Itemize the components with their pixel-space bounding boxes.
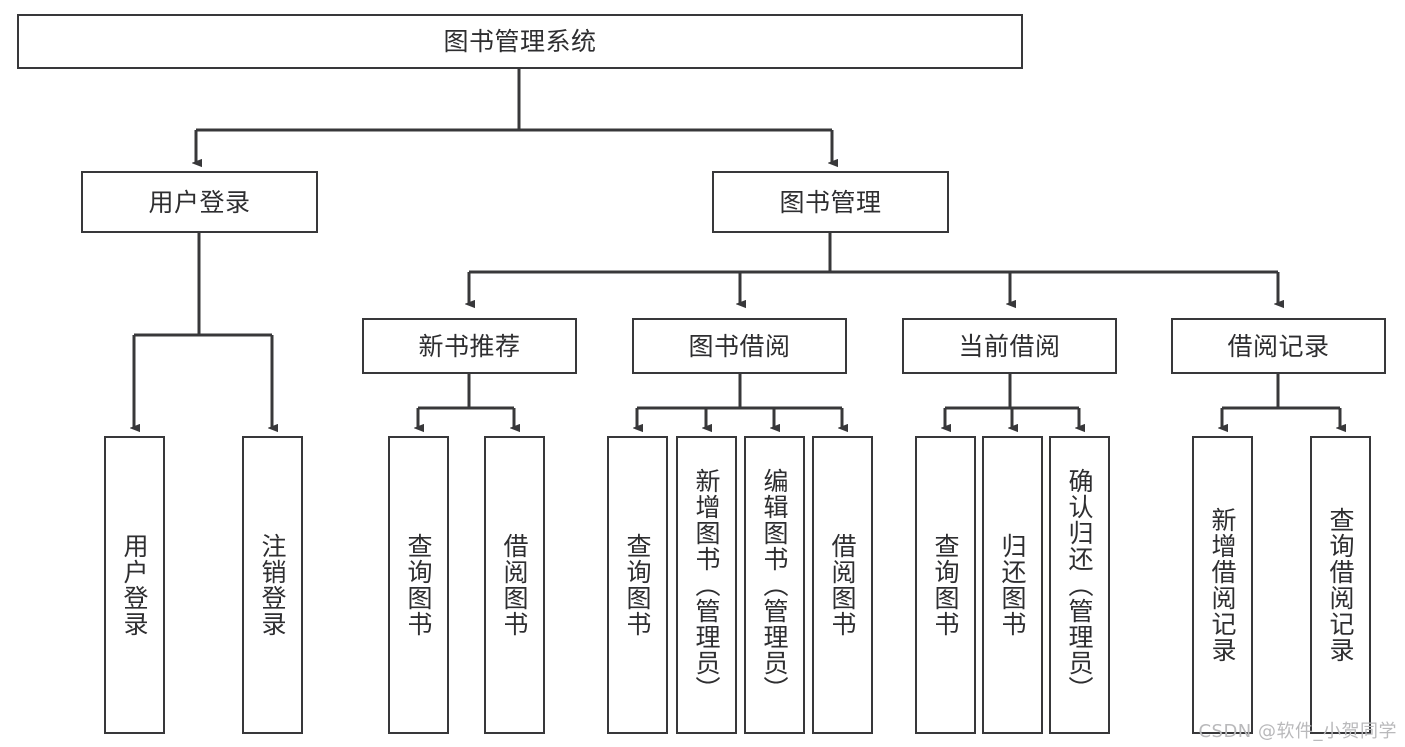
leaf-edit-book-admin[interactable]: 编辑图书（管理员）: [744, 436, 805, 734]
node-user-login-label: 用户登录: [148, 187, 251, 217]
node-book-management[interactable]: 图书管理: [712, 171, 949, 233]
leaf-query-book-recommend[interactable]: 查询图书: [388, 436, 449, 734]
node-book-management-label: 图书管理: [779, 187, 882, 217]
leaf-borrow-book-label: 借阅图书: [828, 533, 857, 637]
leaf-query-book-current-label: 查询图书: [931, 533, 960, 637]
leaf-add-book-admin[interactable]: 新增图书（管理员）: [676, 436, 737, 734]
leaf-borrow-book[interactable]: 借阅图书: [812, 436, 873, 734]
leaf-borrow-book-recommend[interactable]: 借阅图书: [484, 436, 545, 734]
node-user-login[interactable]: 用户登录: [81, 171, 318, 233]
watermark: CSDN @软件_小贺同学: [1198, 721, 1397, 742]
leaf-logout-label: 注销登录: [258, 533, 287, 637]
leaf-borrow-book-recommend-label: 借阅图书: [500, 533, 529, 637]
node-new-book-recommend-label: 新书推荐: [418, 331, 521, 361]
leaf-return-book[interactable]: 归还图书: [982, 436, 1043, 734]
leaf-query-book-current[interactable]: 查询图书: [915, 436, 976, 734]
leaf-query-borrow-record-label: 查询借阅记录: [1326, 507, 1355, 663]
node-root-label: 图书管理系统: [443, 27, 597, 56]
leaf-return-book-label: 归还图书: [998, 533, 1027, 637]
leaf-query-book-recommend-label: 查询图书: [404, 533, 433, 637]
leaf-confirm-return-admin-label: 确认归还（管理员）: [1065, 468, 1094, 702]
node-root[interactable]: 图书管理系统: [17, 14, 1023, 69]
leaf-query-book-borrow-label: 查询图书: [623, 533, 652, 637]
leaf-query-book-borrow[interactable]: 查询图书: [607, 436, 668, 734]
leaf-user-login-label: 用户登录: [120, 533, 149, 637]
node-borrow-record[interactable]: 借阅记录: [1171, 318, 1386, 374]
leaf-add-borrow-record-label: 新增借阅记录: [1208, 507, 1237, 663]
node-book-borrow-label: 图书借阅: [688, 331, 791, 361]
leaf-query-borrow-record[interactable]: 查询借阅记录: [1310, 436, 1371, 734]
leaf-edit-book-admin-label: 编辑图书（管理员）: [760, 468, 789, 702]
node-book-borrow[interactable]: 图书借阅: [632, 318, 847, 374]
leaf-confirm-return-admin[interactable]: 确认归还（管理员）: [1049, 436, 1110, 734]
leaf-add-book-admin-label: 新增图书（管理员）: [692, 468, 721, 702]
node-current-borrow[interactable]: 当前借阅: [902, 318, 1117, 374]
leaf-add-borrow-record[interactable]: 新增借阅记录: [1192, 436, 1253, 734]
leaf-logout[interactable]: 注销登录: [242, 436, 303, 734]
node-new-book-recommend[interactable]: 新书推荐: [362, 318, 577, 374]
node-current-borrow-label: 当前借阅: [958, 331, 1061, 361]
leaf-user-login[interactable]: 用户登录: [104, 436, 165, 734]
node-borrow-record-label: 借阅记录: [1227, 331, 1330, 361]
